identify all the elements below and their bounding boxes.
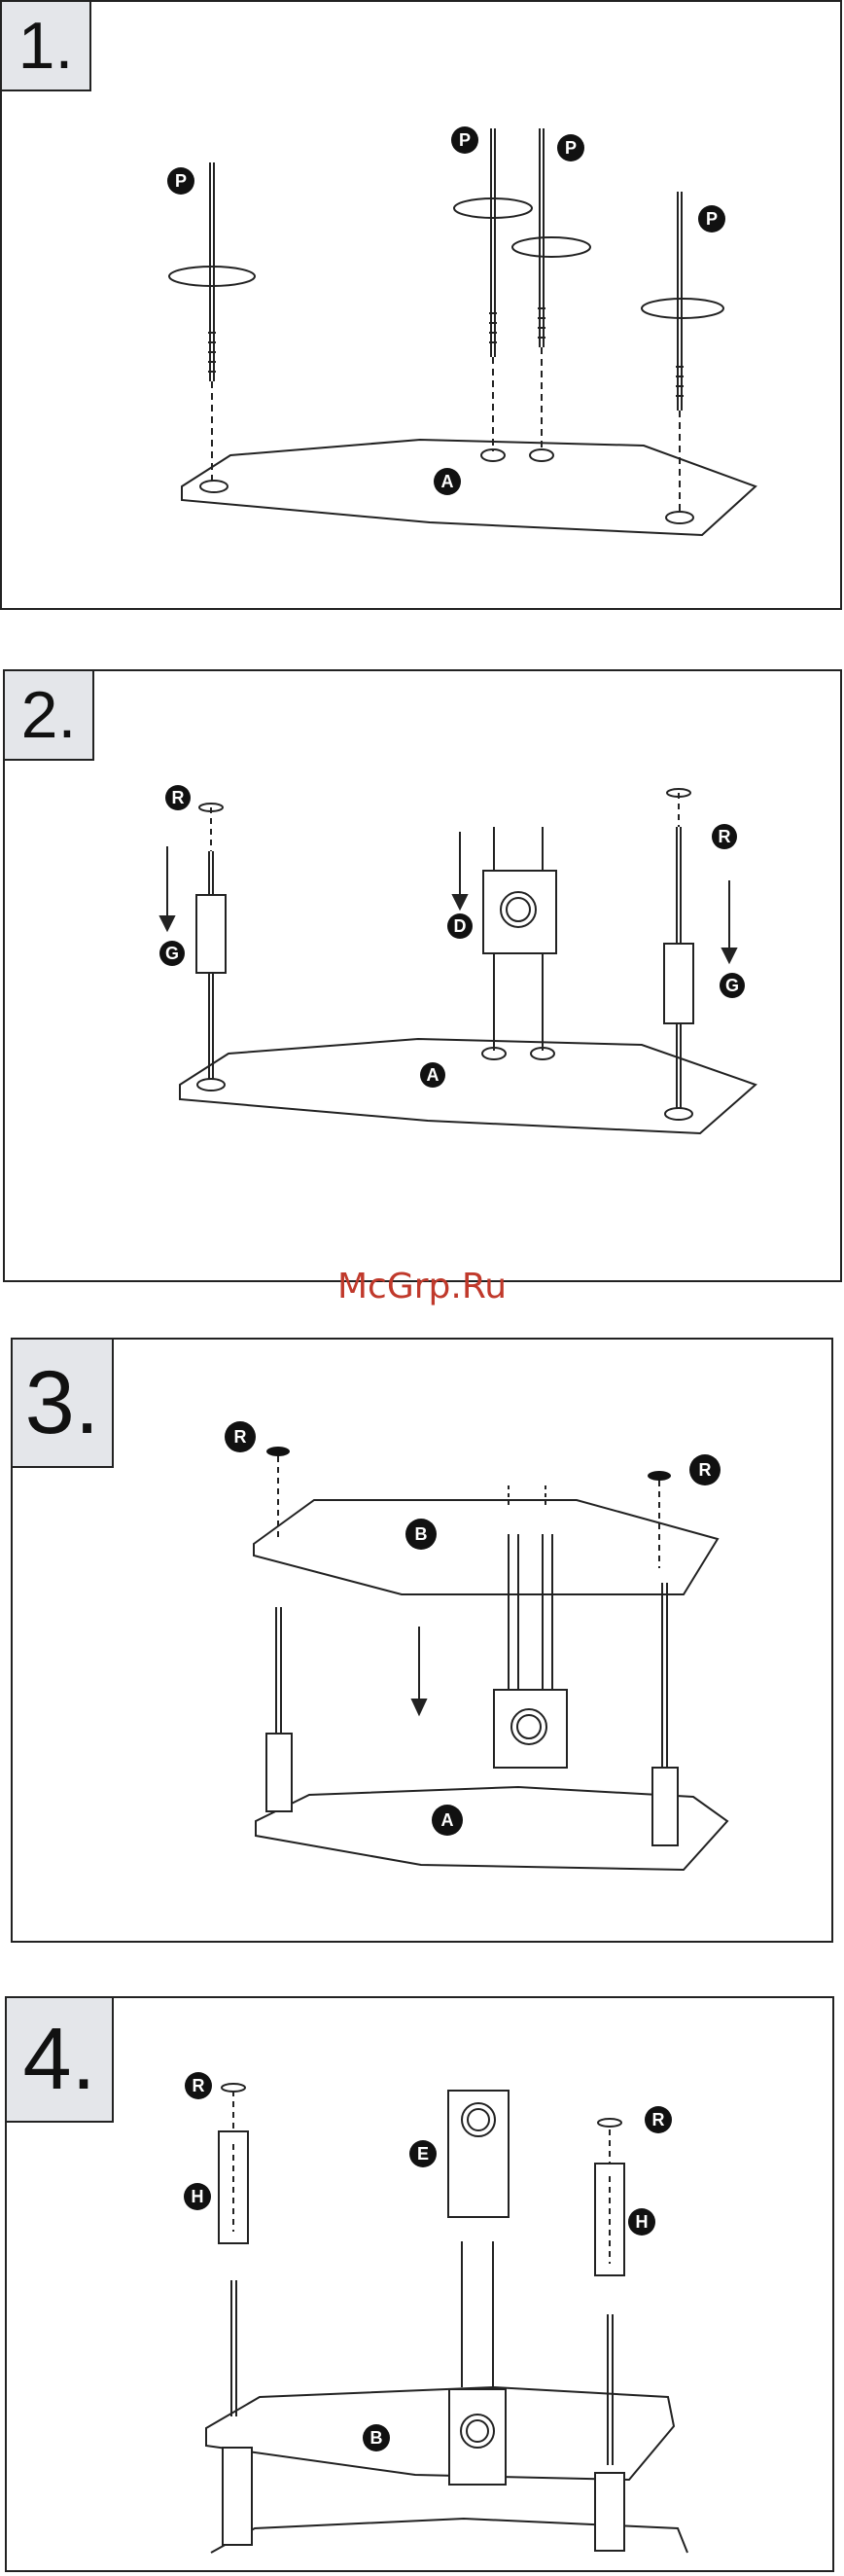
part-label-b: B — [363, 2424, 390, 2451]
watermark: McGrp.Ru — [0, 1267, 844, 1306]
shelf-b — [206, 2387, 674, 2480]
part-label-a: A — [432, 1805, 463, 1836]
svg-text:D: D — [454, 916, 467, 936]
svg-text:A: A — [441, 472, 454, 491]
part-label-p3: P — [557, 134, 584, 161]
part-label-a: A — [434, 468, 461, 495]
step-1-panel: 1. — [0, 0, 842, 610]
svg-text:P: P — [706, 209, 718, 229]
part-label-h1: H — [184, 2183, 211, 2210]
svg-text:H: H — [636, 2212, 649, 2232]
part-label-a: A — [420, 1062, 445, 1088]
part-label-g2: G — [720, 973, 745, 998]
part-label-p1: P — [167, 167, 194, 195]
part-label-r2: R — [689, 1454, 721, 1485]
shelf-b — [254, 1500, 718, 1594]
step-4-panel: 4. — [5, 1996, 834, 2572]
step-3-panel: 3. R R B — [11, 1338, 833, 1943]
svg-text:R: R — [719, 827, 731, 846]
part-label-g1: G — [159, 941, 185, 966]
part-label-r2: R — [645, 2106, 672, 2133]
step-3-illustration: R R B A — [13, 1340, 835, 1945]
part-label-h2: H — [628, 2208, 655, 2236]
svg-text:P: P — [565, 138, 577, 158]
part-label-p2: P — [451, 126, 478, 154]
step-4-illustration: R R H H E B — [7, 1998, 836, 2574]
svg-text:R: R — [652, 2110, 665, 2129]
svg-text:H: H — [192, 2187, 204, 2206]
svg-text:G: G — [725, 976, 739, 995]
part-label-p4: P — [698, 205, 725, 233]
part-label-r2: R — [712, 824, 737, 849]
svg-text:A: A — [441, 1810, 454, 1830]
step-2-illustration: R R G G D A — [5, 671, 844, 1284]
svg-text:R: R — [172, 788, 185, 807]
svg-text:R: R — [699, 1460, 712, 1480]
svg-text:P: P — [459, 130, 471, 150]
step-2-panel: 2. R — [3, 669, 842, 1282]
svg-text:B: B — [415, 1524, 428, 1544]
step-1-illustration: P P P P A — [2, 2, 844, 612]
svg-text:R: R — [234, 1427, 247, 1447]
shelf-a — [180, 1039, 756, 1133]
svg-text:P: P — [175, 171, 187, 191]
part-label-d: D — [447, 913, 473, 939]
part-label-b: B — [405, 1519, 437, 1550]
part-label-r1: R — [225, 1421, 256, 1452]
svg-text:E: E — [417, 2144, 429, 2164]
svg-text:G: G — [165, 944, 179, 963]
svg-text:B: B — [370, 2428, 383, 2448]
part-label-e: E — [409, 2140, 437, 2167]
svg-text:A: A — [427, 1065, 440, 1085]
svg-text:R: R — [193, 2076, 205, 2095]
part-label-r1: R — [185, 2072, 212, 2099]
part-label-r1: R — [165, 785, 191, 810]
